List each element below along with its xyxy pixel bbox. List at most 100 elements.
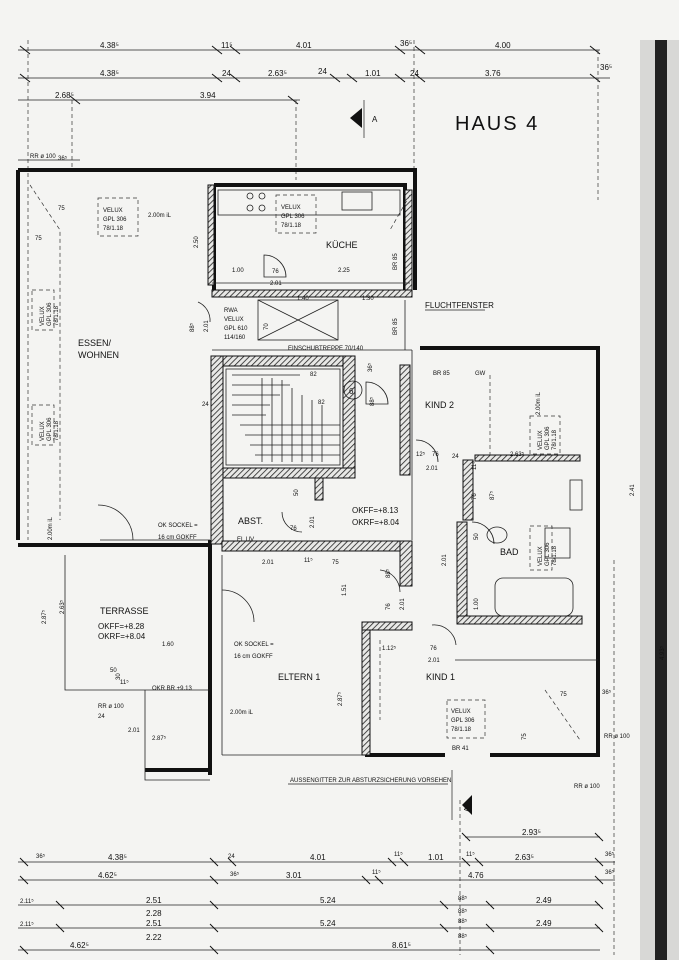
grid-dashed-lines (27, 40, 615, 955)
rwa-l3: GPL 610 (224, 326, 248, 332)
dim-a17: 36⁵ (367, 362, 374, 372)
section-marker-top: A (350, 100, 378, 138)
note-rr-bottom: RR ø 100 (574, 784, 600, 790)
note-h200-a: 2.00m iL (148, 213, 172, 219)
dim-b2-4: 4.01 (310, 853, 326, 862)
dim-a14: 82 (310, 372, 317, 378)
velux-6-l2: GPL 306 (545, 542, 551, 566)
dim-a48: 75 (522, 733, 528, 740)
dim-b5-2: 88⁵ (458, 908, 468, 915)
velux-7-l2: GPL 306 (451, 718, 475, 724)
dim-b2-7: 11⁵ (466, 851, 475, 858)
dim-top-r2-5: 1.01 (365, 69, 381, 78)
dim-a36: 1.12⁵ (382, 645, 397, 652)
dim-b6-4: 88⁵ (458, 918, 468, 925)
velux-1-l2: GPL 306 (103, 217, 127, 223)
dim-a6: 2.01 (270, 281, 282, 287)
dim-a53: 2.01 (442, 554, 448, 566)
note-br41: BR 41 (452, 746, 469, 752)
staircase: 6 (225, 368, 363, 466)
dim-b4-4: 88⁵ (458, 895, 468, 902)
dim-b2-6: 1.01 (428, 853, 444, 862)
note-okrf: OKRF=+8.04 (352, 518, 400, 527)
note-terr-okff: OKFF=+8.28 (98, 622, 145, 631)
velux-4-l3: 78/1.18 (54, 420, 60, 441)
dim-a19: 76 (432, 452, 439, 458)
dim-top-2: 11⁵ (221, 41, 233, 50)
velux-windows (31, 194, 561, 739)
velux-labels: VELUX GPL 306 78/1.18 VELUX GPL 306 78/1… (40, 205, 558, 733)
dim-a56: 2.01 (128, 728, 140, 734)
note-sockel2-a: OK SOCKEL = (234, 642, 274, 648)
note-rr-right: RR ø 100 (604, 734, 630, 740)
plan-title: HAUS 4 (455, 113, 539, 135)
note-fluchtfenster: FLUCHTFENSTER (425, 301, 494, 310)
dim-a46: 75 (560, 692, 567, 698)
note-sockel1-a: OK SOCKEL = (158, 523, 198, 529)
dim-a21: 24 (452, 454, 459, 460)
velux-5-l2: GPL 306 (545, 426, 551, 450)
dim-a4: 1.00 (232, 268, 244, 274)
dim-a40: 1.60 (162, 642, 174, 648)
dim-b2-8: 2.63⁵ (515, 853, 534, 862)
note-okr-br: OKR BR +9.13 (152, 686, 193, 692)
note-el-uv: EL UV (237, 537, 254, 543)
dim-a47: 36⁵ (602, 689, 612, 696)
dim-a8: 1.40 (297, 296, 309, 302)
interior-dimensions: 75 75 2.50 1.00 76 2.01 2.25 1.40 1.30 7… (35, 206, 666, 742)
dim-top-r3-1: 2.68⁵ (55, 91, 74, 100)
dim-top-r2-3: 2.63⁵ (268, 69, 287, 78)
dim-top-r2-6: 24 (410, 69, 419, 78)
note-rr-left: RR ø 100 (98, 704, 124, 710)
dim-b3-2: 36⁵ (230, 871, 240, 878)
dim-b7-4: 88⁵ (458, 933, 468, 940)
rr-top-label: RR ø 100 (30, 154, 56, 160)
dim-a7: 2.25 (338, 268, 350, 274)
dim-a26: 50 (294, 489, 300, 496)
note-sockel1-b: 16 cm GOKFF (158, 535, 197, 541)
dim-b2-5: 11⁵ (394, 851, 403, 858)
note-aussengitter: AUSSENGITTER ZUR ABSTURZSICHERUNG VORSEH… (290, 778, 451, 784)
dim-a27: 2.01 (310, 516, 316, 528)
interior-lines (100, 282, 598, 755)
dim-top-r2-1: 4.38⁵ (100, 69, 119, 78)
dim-b3-4: 11⁵ (372, 869, 381, 876)
dim-b4-2: 2.51 (146, 896, 162, 905)
dim-top-4: 36⁵ (400, 39, 412, 48)
velux-2-l2: GPL 306 (281, 214, 305, 220)
dim-a24: 76 (472, 493, 478, 500)
dim-a51: 1.00 (474, 598, 480, 610)
dim-a3: 2.50 (194, 236, 200, 248)
room-eltern: ELTERN 1 (278, 672, 320, 682)
dim-a12: 2.01 (204, 320, 210, 332)
velux-2-l3: 78/1.18 (281, 223, 302, 229)
dim-top-1: 4.38⁵ (100, 41, 119, 50)
dim-b7-3: 8.61⁵ (392, 941, 411, 950)
note-h200-c: 2.00m iL (230, 710, 254, 716)
dim-b7-2: 2.22 (146, 933, 162, 942)
dim-a34: 76 (386, 603, 392, 610)
dim-a37: 76 (430, 646, 437, 652)
dim-a38: 2.01 (428, 658, 440, 664)
velux-3-l3: 78/1.18 (54, 305, 60, 326)
note-okff: OKFF=+8.13 (352, 506, 399, 515)
dim-a41: 2.87⁵ (41, 609, 48, 624)
section-label-bottom: A (463, 806, 472, 812)
dim-b3-1: 4.62⁵ (98, 871, 117, 880)
velux-5-l1: VELUX (538, 430, 544, 450)
rwa-l1: RWA (224, 308, 238, 314)
dim-b6-2: 2.51 (146, 919, 162, 928)
dim-a31: 75 (332, 560, 339, 566)
dim-a16: 88⁵ (369, 396, 376, 406)
dim-a15: 82 (318, 400, 325, 406)
dim-a39: 2.87⁵ (337, 691, 344, 706)
dim-a33: 88⁵ (385, 568, 392, 578)
dim-a20: 2.01 (426, 466, 438, 472)
kitchen-counter (217, 189, 401, 216)
section-marker-bottom: A (451, 770, 472, 820)
dim-b2-3: 24 (228, 854, 235, 860)
velux-6-l1: VELUX (538, 546, 544, 566)
dim-b1: 2.93⁵ (522, 828, 541, 837)
dim-b4-5: 2.49 (536, 896, 552, 905)
